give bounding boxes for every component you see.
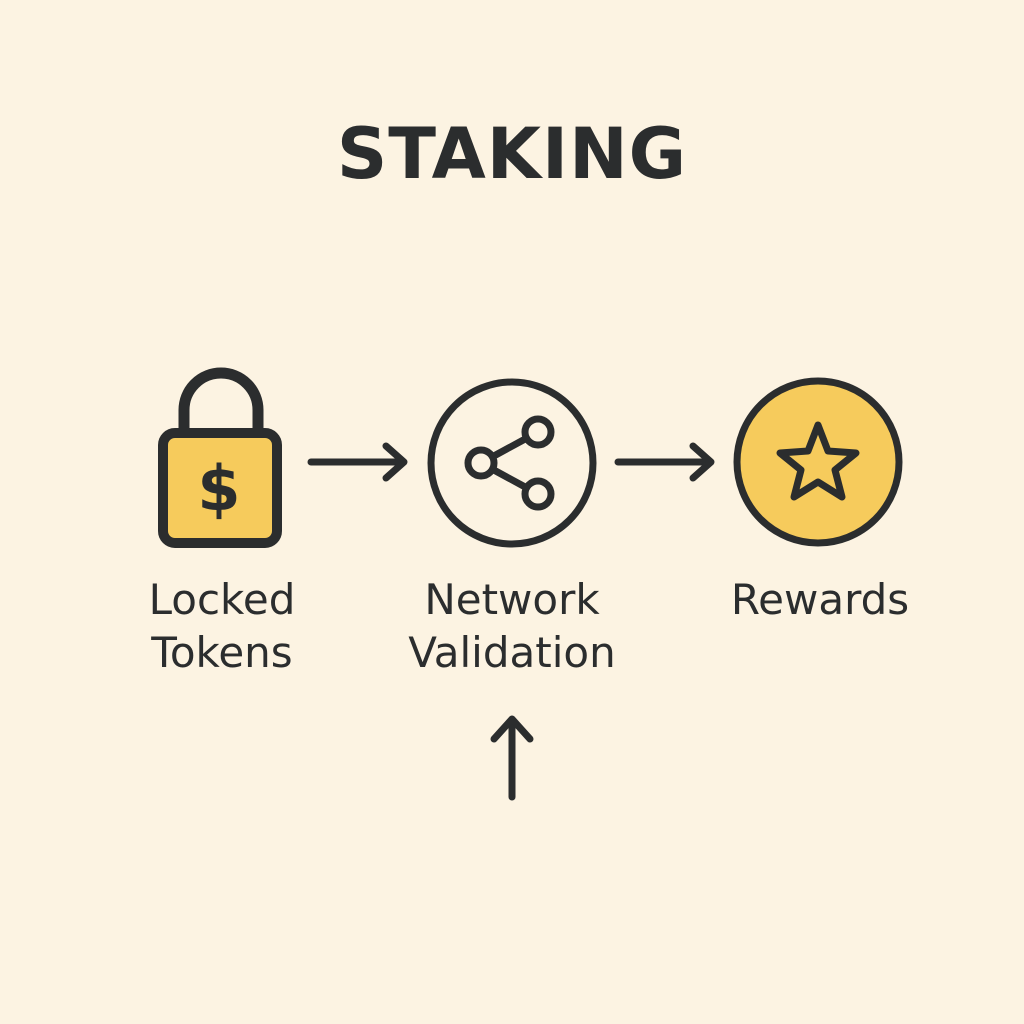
step-label-locked-tokens: Locked Tokens: [112, 573, 332, 679]
padlock-shackle: [178, 367, 264, 439]
step-label-line: Rewards: [730, 575, 910, 624]
step-label-rewards: Rewards: [700, 573, 940, 626]
step-label-line: Locked: [148, 575, 296, 624]
step-label-line: Validation: [408, 628, 616, 677]
arrow-right-icon: [614, 442, 715, 482]
step-label-line: Network: [424, 575, 600, 624]
dollar-sign-icon: $: [197, 452, 240, 525]
share-network-icon: [427, 378, 597, 548]
arrow-right-icon: [307, 442, 408, 482]
padlock-body: [158, 428, 282, 548]
arrow-up-icon: [490, 715, 534, 801]
padlock-dollar-icon: $: [158, 367, 282, 548]
step-label-network-validation: Network Validation: [382, 573, 642, 679]
step-label-line: Tokens: [151, 628, 293, 677]
diagram-title: STAKING: [336, 113, 688, 195]
star-icon: [776, 421, 860, 501]
star-coin-icon: [733, 377, 903, 547]
